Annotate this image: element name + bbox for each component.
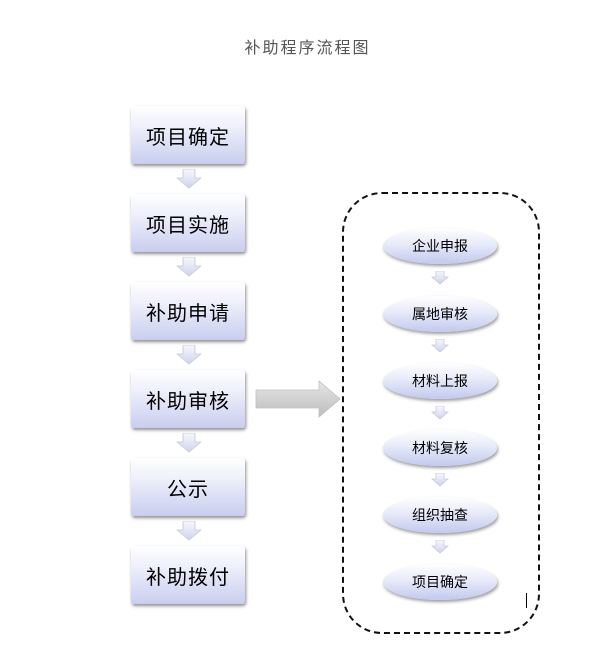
substep-spot-check: 组织抽查 [383, 497, 497, 533]
diagram-title: 补助程序流程图 [244, 38, 371, 57]
down-arrow-icon [176, 433, 202, 453]
down-arrow-icon [431, 473, 449, 487]
substep-material-recheck: 材料复核 [383, 430, 497, 466]
down-arrow-icon [431, 406, 449, 420]
down-arrow-icon [176, 521, 202, 541]
down-arrow-icon [176, 257, 202, 277]
down-arrow-icon [431, 339, 449, 353]
step-subsidy-payment: 补助拨付 [131, 546, 245, 604]
step-project-implement: 项目实施 [131, 194, 245, 252]
down-arrow-icon [431, 540, 449, 554]
text-cursor [526, 593, 527, 608]
step-subsidy-apply: 补助申请 [131, 282, 245, 340]
review-process-frame [342, 192, 540, 634]
step-public-notice: 公示 [131, 458, 245, 516]
step-subsidy-review: 补助审核 [131, 370, 245, 428]
down-arrow-icon [176, 345, 202, 365]
substep-material-submit: 材料上报 [383, 363, 497, 399]
substep-enterprise-declare: 企业申报 [383, 228, 497, 264]
right-arrow-icon [255, 380, 341, 418]
down-arrow-icon [431, 271, 449, 285]
step-project-confirm: 项目确定 [131, 106, 245, 164]
substep-project-confirm: 项目确定 [383, 564, 497, 600]
down-arrow-icon [176, 169, 202, 189]
substep-local-review: 属地审核 [383, 296, 497, 332]
